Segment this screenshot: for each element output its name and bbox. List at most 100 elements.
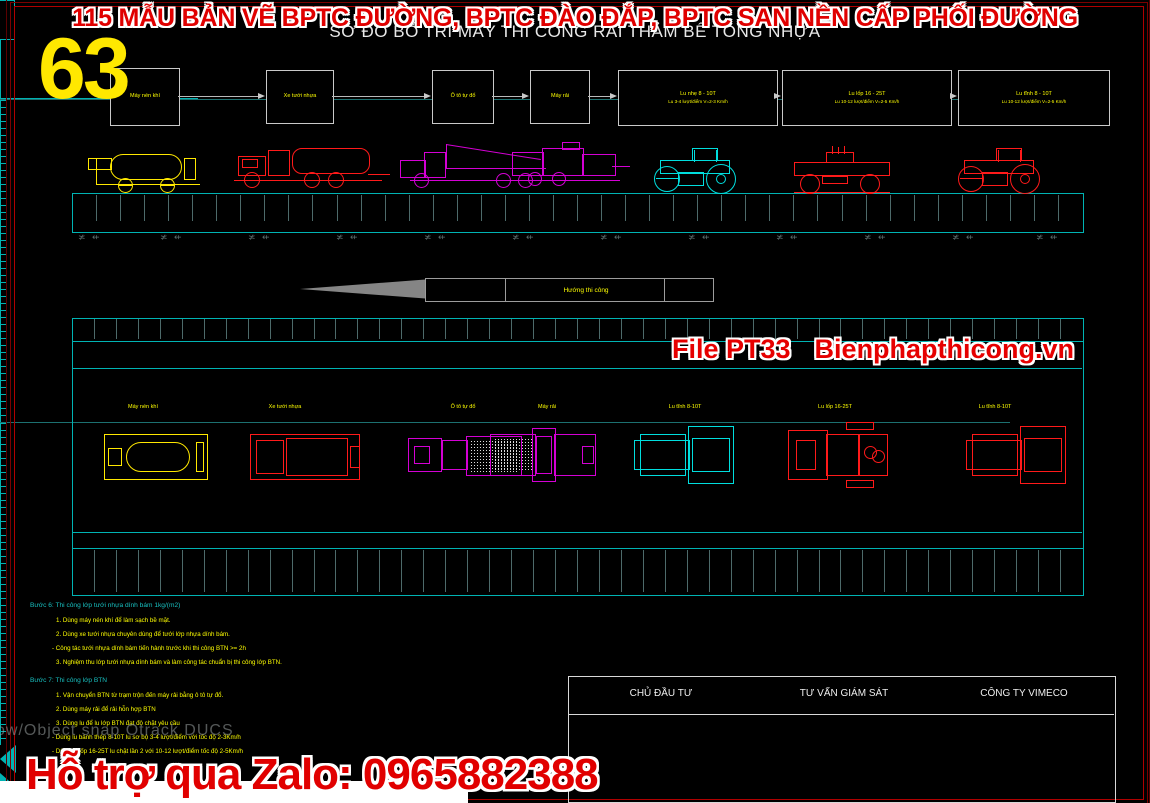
plan-cross <box>0 128 7 135</box>
plan-cross <box>0 345 7 352</box>
plan-cross-b <box>0 542 7 549</box>
tr-ground <box>794 192 890 193</box>
rl-drum-rear <box>1010 164 1040 194</box>
rl-post-1 <box>694 150 695 162</box>
plan-bottom-tick <box>972 550 974 592</box>
plan-cross <box>0 184 7 191</box>
plan-cross <box>0 135 7 142</box>
plan-cross-b <box>0 570 7 577</box>
plan-cross-b <box>0 696 7 703</box>
dt-cabin <box>424 152 446 178</box>
plan-top-tick <box>467 319 469 339</box>
elevation-tick <box>144 195 146 221</box>
plan-cross-b <box>0 507 7 514</box>
plan-cross <box>0 156 7 163</box>
plan-cross <box>0 373 7 380</box>
ground-hatch: ≭ ⇷ <box>688 232 712 242</box>
ground-hatch: ≭ ⇷ <box>512 232 536 242</box>
pv-body <box>542 148 584 176</box>
elev-steel-roller <box>958 146 1044 194</box>
ac-front <box>96 158 97 184</box>
plan-cross-b <box>0 500 7 507</box>
plan-bottom-tick <box>137 550 139 592</box>
elevation-tick <box>625 195 627 221</box>
plan-cross-b <box>0 598 7 605</box>
flow-arrowhead-4 <box>774 92 781 99</box>
elevation-section-view: ≭ ⇷≭ ⇷≭ ⇷≭ ⇷≭ ⇷≭ ⇷≭ ⇷≭ ⇷≭ ⇷≭ ⇷≭ ⇷≭ ⇷ <box>0 0 1150 242</box>
plan-paver <box>490 424 600 486</box>
pt-tire-b <box>872 450 885 463</box>
direction-label: Hướng thi công <box>563 286 609 294</box>
plan-cross-b <box>0 710 7 717</box>
note-step7-title: Bước 7: Thi công lớp BTN <box>30 677 108 684</box>
plan-top-tick <box>818 319 820 339</box>
pr-drum <box>972 434 1018 476</box>
plan-top-tick <box>862 319 864 339</box>
st-tank <box>292 148 370 174</box>
flow-arrowhead-0 <box>258 92 265 99</box>
elevation-tick <box>192 195 194 221</box>
plan-cross-b <box>0 640 7 647</box>
rl-hub <box>716 174 726 184</box>
plan-bottom-tick <box>335 550 337 592</box>
elevation-tick <box>432 195 434 221</box>
plan-top-tick <box>577 319 578 339</box>
plan-cross <box>0 261 7 268</box>
plan-cross-b <box>0 647 7 654</box>
plan-bottom-tick <box>1060 550 1062 592</box>
plan-cross-b <box>0 577 7 584</box>
plan-top-tick <box>335 319 337 339</box>
pp-body <box>554 434 596 476</box>
pr-front <box>634 440 690 470</box>
plan-top-band <box>72 318 1084 342</box>
plan-cross <box>0 107 7 114</box>
rl-canopy <box>692 148 718 161</box>
plan-bottom-tick <box>203 550 205 592</box>
elevation-tick <box>288 195 290 221</box>
plan-cross <box>0 121 7 128</box>
rl-post-2 <box>716 150 717 162</box>
title-block-header-1: TƯ VẤN GIÁM SÁT <box>799 688 889 699</box>
plan-cross <box>0 387 7 394</box>
pp-op <box>582 446 594 464</box>
plan-edge-line-top <box>72 368 1082 369</box>
pt-mid <box>826 434 860 476</box>
plan-top-tick <box>1016 319 1018 339</box>
flow-connector-1 <box>332 96 425 97</box>
st-window <box>242 159 258 168</box>
ac-spoke <box>119 185 132 186</box>
tr-tire-1 <box>800 174 820 194</box>
plan-cross-b <box>0 675 7 682</box>
plan-top-tick <box>445 319 447 339</box>
plan-cross-b <box>0 661 7 668</box>
ground-hatch: ≭ ⇷ <box>600 232 624 242</box>
ps-tank <box>286 438 348 476</box>
plan-top-tick <box>774 319 776 339</box>
plan-cross <box>0 275 7 282</box>
plan-cross <box>0 352 7 359</box>
plan-edge-line-top2 <box>0 99 1010 100</box>
plan-cross-b <box>0 430 7 437</box>
rl-drum-rear <box>706 164 736 194</box>
plan-bottom-tick <box>577 550 578 592</box>
plan-cross-b <box>0 633 7 640</box>
plan-air-compressor <box>104 430 214 484</box>
elevation-tick <box>96 195 98 221</box>
elev-paver <box>512 142 632 194</box>
ac-wheel-2 <box>160 178 175 193</box>
elevation-tick <box>577 195 578 221</box>
plan-cross-b <box>0 437 7 444</box>
plan-cross-b <box>0 423 7 430</box>
plan-top-tick <box>533 319 535 339</box>
plan-edge-line-bottom2 <box>0 422 1010 423</box>
flowchart-box-label-6: Lu tĩnh 8 - 10T <box>1016 90 1052 97</box>
rl-hub <box>1020 174 1030 184</box>
plan-cross-b <box>0 703 7 710</box>
plan-top-tick <box>686 319 688 339</box>
promo-number-badge: 63 <box>38 21 131 117</box>
flow-connector-3 <box>588 96 611 97</box>
plan-cross-b <box>0 486 7 493</box>
flow-connector-2 <box>492 96 523 97</box>
elevation-tick <box>673 195 675 221</box>
